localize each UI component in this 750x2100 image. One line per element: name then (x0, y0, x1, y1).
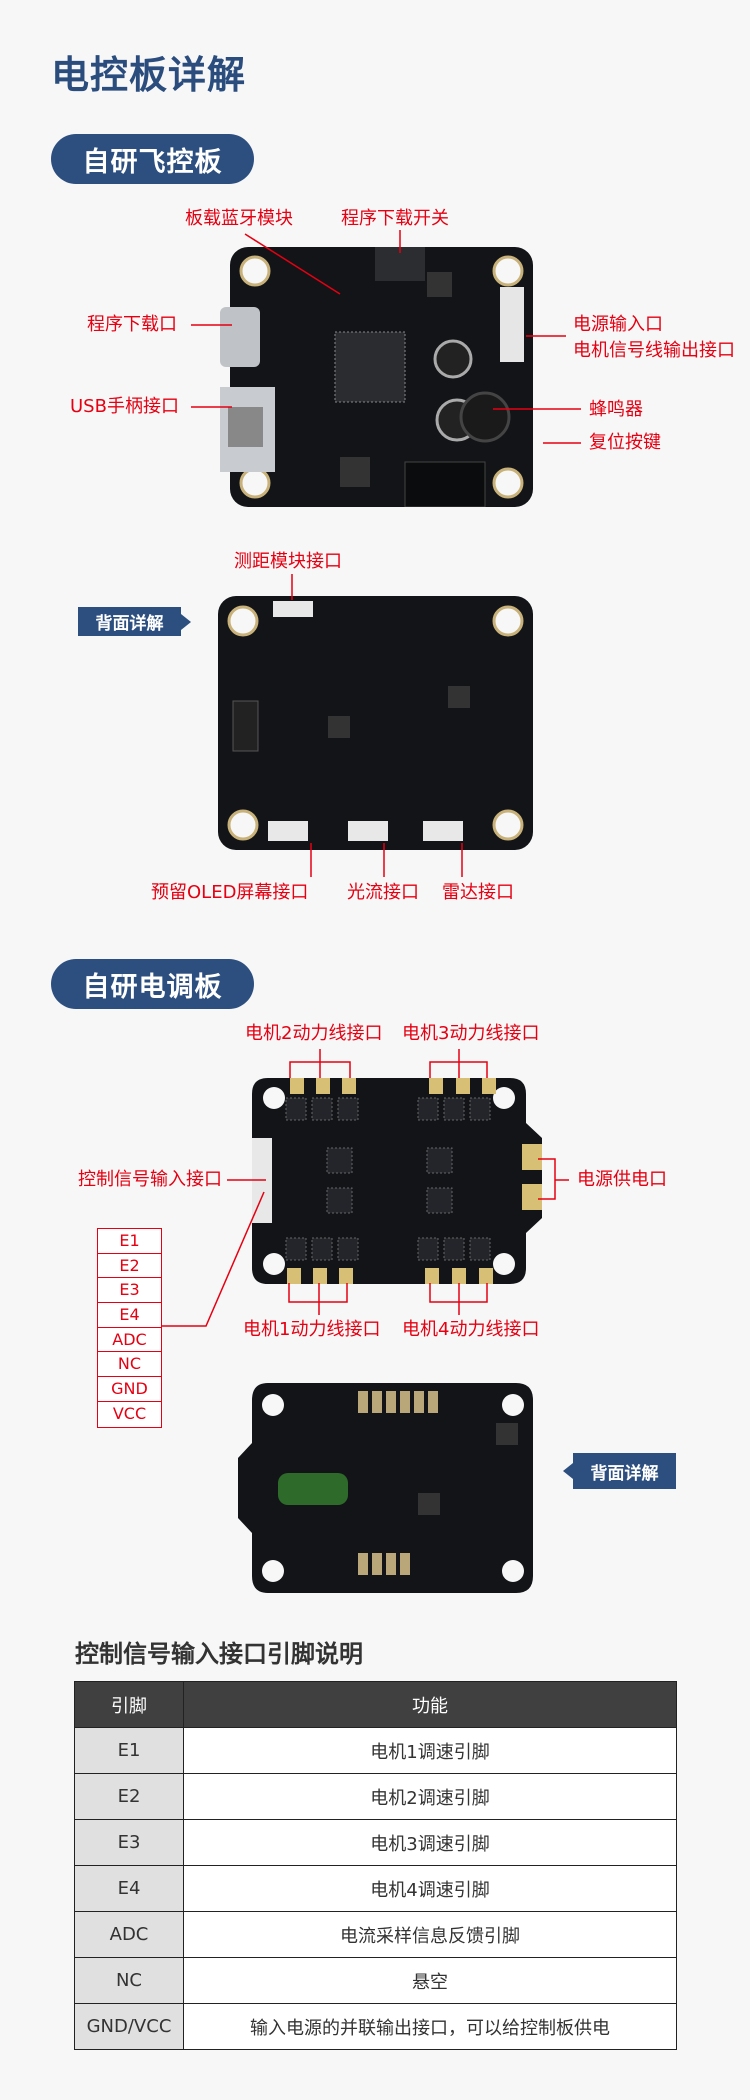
pin-item: E3 (98, 1278, 161, 1304)
pin-item: ADC (98, 1327, 161, 1353)
section-pill-flight-controller: 自研飞控板 (51, 134, 254, 184)
pin-cell: E4 (74, 1865, 184, 1912)
pin-item: E1 (98, 1229, 161, 1254)
flight-controller-front-image (220, 247, 533, 507)
label-reset-button: 复位按键 (589, 432, 661, 453)
table-header-row: 引脚功能 (74, 1681, 677, 1728)
label-optical-flow-port: 光流接口 (347, 882, 419, 903)
function-cell: 电机4调速引脚 (183, 1865, 677, 1912)
pin-table-title: 控制信号输入接口引脚说明 (75, 1640, 363, 1668)
label-radar-port: 雷达接口 (442, 882, 514, 903)
label-buzzer: 蜂鸣器 (589, 399, 643, 420)
label-oled-port: 预留OLED屏幕接口 (151, 882, 309, 903)
pin-cell: GND/VCC (74, 2003, 184, 2050)
pin-cell: E1 (74, 1727, 184, 1774)
flight-controller-back-image (218, 596, 533, 850)
pin-item: GND (98, 1377, 161, 1402)
label-usb-gamepad-port: USB手柄接口 (70, 396, 179, 417)
section-pill-esc: 自研电调板 (51, 959, 254, 1009)
label-power-supply-port: 电源供电口 (577, 1169, 667, 1190)
esc-board-front-image (252, 1078, 542, 1284)
esc-board-back-image (238, 1383, 533, 1593)
function-cell: 电机2调速引脚 (183, 1773, 677, 1820)
pin-item: E4 (98, 1303, 161, 1328)
pin-item: NC (98, 1352, 161, 1378)
label-ranging-port: 测距模块接口 (234, 551, 342, 572)
pin-cell: E3 (74, 1819, 184, 1866)
function-cell: 电流采样信息反馈引脚 (183, 1911, 677, 1958)
page-title: 电控板详解 (51, 53, 247, 97)
label-motor3-power-port: 电机3动力线接口 (402, 1023, 540, 1044)
function-cell: 输入电源的并联输出接口，可以给控制板供电 (183, 2003, 677, 2050)
label-motor4-power-port: 电机4动力线接口 (402, 1319, 540, 1340)
header-function: 功能 (183, 1681, 677, 1728)
pin-cell: NC (74, 1957, 184, 2004)
label-bluetooth-module: 板载蓝牙模块 (185, 208, 293, 229)
pin-item: VCC (98, 1401, 161, 1427)
function-cell: 悬空 (183, 1957, 677, 2004)
pin-cell: E2 (74, 1773, 184, 1820)
header-pin: 引脚 (74, 1681, 184, 1728)
label-motor1-power-port: 电机1动力线接口 (243, 1319, 381, 1340)
back-detail-tag-esc: 背面详解 (563, 1453, 676, 1489)
label-download-port: 程序下载口 (87, 314, 177, 335)
label-control-signal-input: 控制信号输入接口 (78, 1169, 222, 1190)
function-cell: 电机3调速引脚 (183, 1819, 677, 1866)
label-motor-signal-output: 电机信号线输出接口 (573, 340, 735, 361)
function-cell: 电机1调速引脚 (183, 1727, 677, 1774)
back-detail-tag: 背面详解 (78, 607, 191, 636)
label-download-switch: 程序下载开关 (341, 208, 449, 229)
pin-list: E1 E2 E3 E4 ADC NC GND VCC (97, 1228, 162, 1428)
label-power-input: 电源输入口 (573, 314, 663, 335)
pin-item: E2 (98, 1253, 161, 1279)
label-motor2-power-port: 电机2动力线接口 (245, 1023, 383, 1044)
pin-cell: ADC (74, 1911, 184, 1958)
